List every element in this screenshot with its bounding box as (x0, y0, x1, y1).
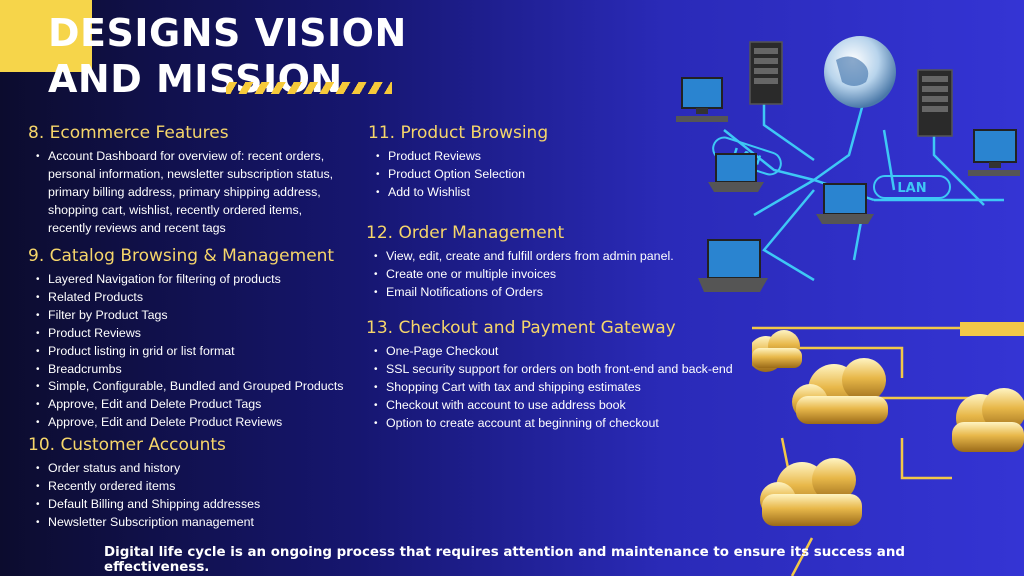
laptop-icon (816, 183, 874, 224)
network-illustration: LAN LAN (676, 36, 1020, 292)
list-item: Product Reviews (36, 325, 358, 343)
hazard-stripe-decoration (226, 82, 392, 94)
laptop-icon (698, 239, 768, 292)
section-heading: 10. Customer Accounts (28, 435, 226, 455)
feature-list: View, edit, create and fulfill orders fr… (366, 248, 696, 302)
feature-list: Layered Navigation for filtering of prod… (28, 271, 358, 432)
desktop-computer-icon (968, 129, 1020, 176)
section-product-browsing: 11. Product Browsing Product Reviews Pro… (368, 122, 668, 202)
section-ecommerce-features: 8. Ecommerce Features Account Dashboard … (28, 122, 348, 238)
section-checkout-payment: 13. Checkout and Payment Gateway One-Pag… (366, 317, 756, 433)
feature-list: Account Dashboard for overview of: recen… (28, 148, 348, 238)
list-item: Breadcrumbs (36, 361, 358, 379)
connector-bar (960, 322, 1024, 336)
list-item: Create one or multiple invoices (374, 266, 696, 284)
list-item: Order status and history (36, 460, 358, 478)
section-heading: 13. Checkout and Payment Gateway (366, 318, 676, 338)
list-item: Newsletter Subscription management (36, 514, 358, 532)
list-item: Checkout with account to use address boo… (374, 397, 756, 415)
network-cables (723, 80, 1004, 282)
laptop-icon (708, 153, 764, 192)
cloud-icon (752, 330, 802, 372)
list-item: One-Page Checkout (374, 343, 756, 361)
section-order-management: 12. Order Management View, edit, create … (366, 222, 696, 302)
list-item: Layered Navigation for filtering of prod… (36, 271, 358, 289)
section-heading: 11. Product Browsing (368, 123, 549, 143)
cloud-icon (760, 458, 862, 526)
yellow-accent-block (0, 0, 92, 72)
list-item: Product Option Selection (376, 166, 668, 184)
footer-caption: Digital life cycle is an ongoing process… (104, 545, 905, 575)
list-item: Default Billing and Shipping addresses (36, 496, 358, 514)
list-item: Shopping Cart with tax and shipping esti… (374, 379, 756, 397)
section-heading: 12. Order Management (366, 223, 565, 243)
list-item: Approve, Edit and Delete Product Reviews (36, 414, 358, 432)
list-item: View, edit, create and fulfill orders fr… (374, 248, 696, 266)
lan-label-text: LAN (897, 181, 926, 196)
lan-label-2: LAN (873, 175, 951, 199)
desktop-computer-icon (676, 77, 728, 122)
list-item: Simple, Configurable, Bundled and Groupe… (36, 378, 358, 396)
list-item: Product listing in grid or list format (36, 343, 358, 361)
list-item: Related Products (36, 289, 358, 307)
list-item: Option to create account at beginning of… (374, 415, 756, 433)
cloud-icon (952, 388, 1024, 452)
list-item: Product Reviews (376, 148, 668, 166)
feature-list: Order status and history Recently ordere… (28, 460, 358, 532)
feature-list: One-Page Checkout SSL security support f… (366, 343, 756, 433)
list-item: Add to Wishlist (376, 184, 668, 202)
list-item: Recently ordered items (36, 478, 358, 496)
feature-list: Product Reviews Product Option Selection… (368, 148, 668, 202)
section-heading: 9. Catalog Browsing & Management (28, 246, 335, 266)
server-rack-icon (917, 69, 953, 137)
list-item: Email Notifications of Orders (374, 284, 696, 302)
server-rack-icon (749, 41, 783, 105)
list-item: Approve, Edit and Delete Product Tags (36, 396, 358, 414)
list-item: Filter by Product Tags (36, 307, 358, 325)
section-customer-accounts: 10. Customer Accounts Order status and h… (28, 434, 358, 532)
cloud-network-illustration (752, 322, 1024, 576)
section-heading: 8. Ecommerce Features (28, 123, 229, 143)
cloud-icon (792, 358, 888, 424)
list-item: Account Dashboard for overview of: recen… (36, 148, 348, 238)
section-catalog-browsing: 9. Catalog Browsing & Management Layered… (28, 245, 358, 432)
list-item: SSL security support for orders on both … (374, 361, 756, 379)
